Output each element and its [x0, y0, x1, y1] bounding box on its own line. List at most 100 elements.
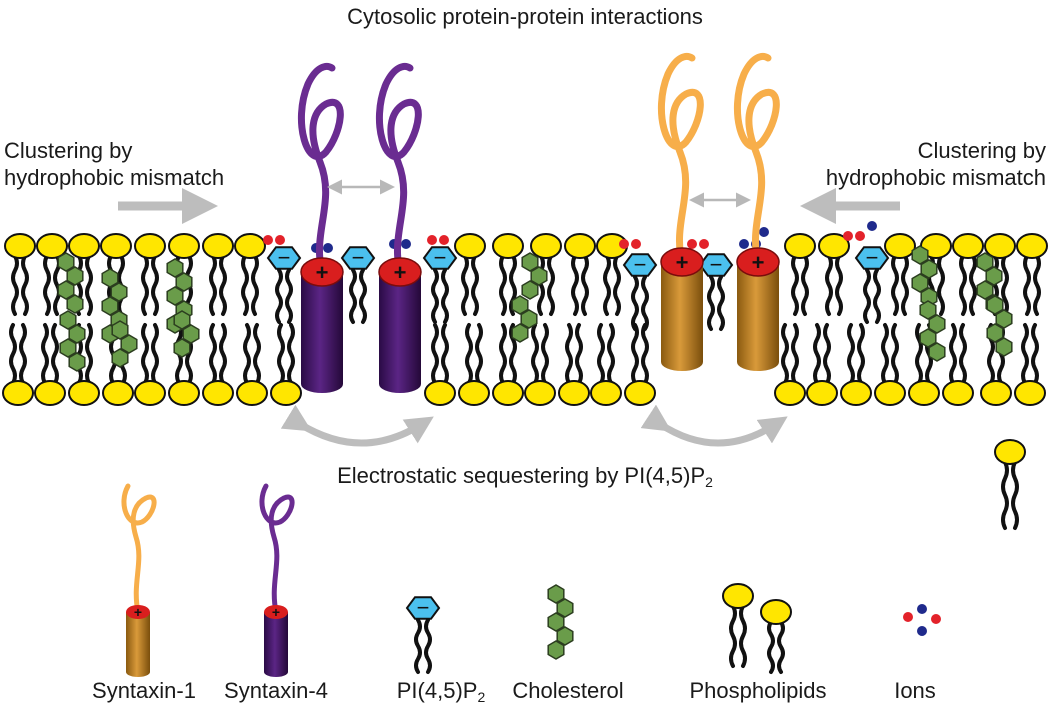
lipid-tail	[1001, 460, 1009, 530]
cholesterol-ring	[919, 328, 937, 348]
cholesterol-molecule	[111, 320, 138, 368]
lipid-tail	[959, 323, 967, 385]
legend-syntaxin1-symbol: +	[121, 483, 157, 677]
legend-symbols: ++−	[121, 439, 1026, 677]
legend-syntaxin1-cap	[126, 605, 150, 619]
cholesterol-ring	[547, 640, 565, 660]
cholesterol-ring	[166, 258, 184, 278]
lipid-tail	[571, 254, 579, 316]
lipid-head	[884, 233, 916, 259]
lower-leaflet-lipid	[236, 323, 268, 406]
lipid-head	[4, 233, 36, 259]
ion	[855, 231, 865, 241]
ion	[401, 239, 411, 249]
plus-sign: +	[752, 250, 765, 275]
protein-tail	[297, 62, 344, 276]
cholesterol-ring	[920, 259, 938, 279]
lipid-head	[558, 380, 590, 406]
legend-syntaxin4-bottom	[264, 667, 288, 677]
cholesterol-ring	[986, 295, 1004, 315]
lower-leaflet-lipid	[774, 323, 806, 406]
lipid-head	[34, 380, 66, 406]
membrane-proteins: ++++	[297, 52, 780, 393]
legend-ion	[931, 614, 941, 624]
lipid-tail	[41, 323, 49, 385]
upper-leaflet-lipid	[4, 233, 36, 316]
lipid-tail	[565, 323, 573, 385]
right-label-line-2: hydrophobic mismatch	[825, 165, 1046, 190]
lipid-tail	[739, 604, 747, 668]
diagram-title: Cytosolic protein-protein interactions	[347, 4, 703, 29]
lipid-tail	[85, 323, 93, 385]
pip2-tail	[414, 618, 422, 674]
lipid-head	[564, 233, 596, 259]
legend-ion	[917, 626, 927, 636]
electrostatic-label-subscript: 2	[705, 474, 713, 490]
lipid-head	[424, 380, 456, 406]
lipid-tail	[777, 620, 785, 674]
lower-leaflet-lipid	[134, 323, 166, 406]
legend-syntaxin1-label: Syntaxin-1	[92, 678, 196, 703]
pip2-molecule: −	[622, 252, 658, 331]
lower-leaflet-lipid	[424, 323, 456, 406]
ion	[687, 239, 697, 249]
lipid-head	[134, 380, 166, 406]
lipid-head	[624, 380, 656, 406]
lipid-tail	[729, 604, 737, 668]
purple-electrostatic-arrow	[280, 404, 434, 447]
legend-syntaxin1-tail	[121, 483, 157, 615]
ion	[323, 243, 333, 253]
lower-leaflet-lipid	[1014, 323, 1046, 406]
lower-leaflet-lipid	[202, 323, 234, 406]
pip2-tail	[424, 618, 432, 674]
lipid-tail	[241, 254, 249, 316]
lipid-head	[530, 233, 562, 259]
protein-bottom	[737, 353, 779, 371]
pip2-headgroup	[422, 246, 458, 270]
lipid-head	[68, 233, 100, 259]
pip2-tail	[285, 268, 293, 324]
lipid-tail	[1011, 460, 1019, 530]
plus-sign: +	[134, 604, 142, 620]
lipid-head	[102, 380, 134, 406]
cholesterol-ring	[521, 280, 539, 300]
minus-sign: −	[634, 252, 647, 277]
cholesterol-ring	[521, 252, 539, 272]
lipid-head	[806, 380, 838, 406]
minus-sign: −	[434, 245, 447, 270]
lipid-tail	[547, 254, 555, 316]
lipid-head	[2, 380, 34, 406]
pip2-headgroup	[622, 253, 658, 277]
protein-tail	[733, 52, 780, 266]
lipid-tail	[881, 323, 889, 385]
cholesterol-molecule	[511, 295, 538, 343]
left-label-line-1: Clustering by	[4, 138, 133, 163]
cholesterol-ring	[511, 323, 529, 343]
lower-leaflet-lipid	[558, 323, 590, 406]
protein-body	[379, 272, 421, 384]
lipid-tail	[499, 254, 507, 316]
lipid-head	[1014, 380, 1046, 406]
cholesterol-molecule	[986, 295, 1013, 357]
pip2-tail	[717, 275, 725, 331]
lipid-tail	[1033, 254, 1041, 316]
lipid-tail	[791, 323, 799, 385]
cholesterol-ring	[57, 280, 75, 300]
lipid-head	[492, 233, 524, 259]
lipid-tail	[631, 323, 639, 385]
lipid-tail	[431, 323, 439, 385]
lipid-tail	[1021, 323, 1029, 385]
cholesterol-ring	[547, 584, 565, 604]
pip2-tail	[863, 268, 871, 324]
lipid-head	[784, 233, 816, 259]
lipid-tail	[1031, 323, 1039, 385]
lipid-tail	[537, 254, 545, 316]
protein-bottom	[379, 375, 421, 393]
minus-sign: −	[866, 245, 879, 270]
cholesterol-ring	[547, 612, 565, 632]
legend-phospholipids-label: Phospholipids	[689, 678, 827, 703]
syntaxin-1-protein: +	[733, 52, 780, 371]
plus-sign: +	[272, 604, 280, 620]
pip2-headgroup	[266, 246, 302, 270]
cholesterol-ring	[182, 324, 200, 344]
